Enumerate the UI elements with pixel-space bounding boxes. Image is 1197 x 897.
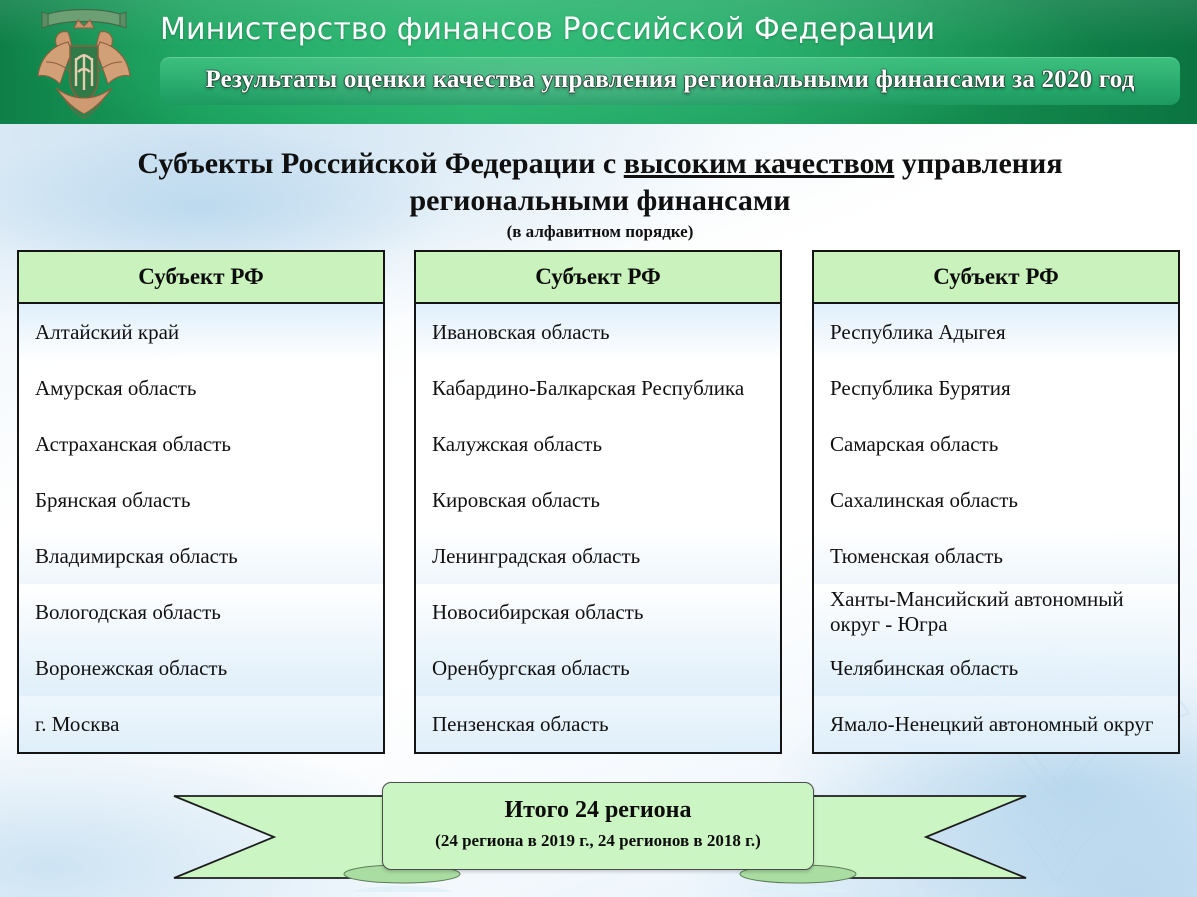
table-row: Новосибирская область [415,584,781,640]
table-header-cell: Субъект РФ [18,251,384,304]
slide-header: Министерство финансов Российской Федерац… [0,0,1197,124]
ribbon-shape-icon [173,795,1027,892]
ribbon-center-plaque: Итого 24 региона (24 региона в 2019 г., … [382,782,814,870]
table-row: Астраханская область [18,416,384,472]
table-row: Оренбургская область [415,640,781,696]
table-row: Ямало-Ненецкий автономный округ [813,696,1179,753]
table-header-cell: Субъект РФ [415,251,781,304]
table-row: Алтайский край [18,303,384,360]
ribbon-total-text: Итого 24 региона [504,797,692,823]
table-row: Брянская область [18,472,384,528]
table-row: Воронежская область [18,640,384,696]
page-title-line2: региональными финансами [409,183,791,217]
header-gloss [0,0,1197,46]
regions-table-column-3: Субъект РФ Республика Адыгея Республика … [812,250,1180,754]
regions-tables: Субъект РФ Алтайский край Амурская облас… [0,250,1197,770]
table-row: Республика Адыгея [813,303,1179,360]
table-row: Ленинградская область [415,528,781,584]
table-row: Тюменская область [813,528,1179,584]
table-row: Кировская область [415,472,781,528]
table-row: г. Москва [18,696,384,753]
ministry-title: Министерство финансов Российской Федерац… [160,12,936,47]
table-header-cell: Субъект РФ [813,251,1179,304]
header-subtitle-text: Результаты оценки качества управления ре… [205,66,1135,93]
table-row: Калужская область [415,416,781,472]
table-row: Вологодская область [18,584,384,640]
table-row: Кабардино-Балкарская Республика [415,360,781,416]
table-row: Владимирская область [18,528,384,584]
regions-table-column-1: Субъект РФ Алтайский край Амурская облас… [17,250,385,754]
table-row: Самарская область [813,416,1179,472]
table-row: Республика Бурятия [813,360,1179,416]
ribbon-comparison-text: (24 региона в 2019 г., 24 регионов в 201… [435,831,761,850]
regions-table-column-2: Субъект РФ Ивановская область Кабардино-… [414,250,782,754]
table-row: Амурская область [18,360,384,416]
table-row: Ивановская область [415,303,781,360]
header-subtitle-bar: Результаты оценки качества управления ре… [160,57,1180,105]
page-title-part2: управления [894,147,1063,180]
table-row: Ханты-Мансийский автономный округ - Югра [813,584,1179,640]
total-ribbon: Итого 24 региона (24 региона в 2019 г., … [170,782,1030,892]
table-row: Пензенская область [415,696,781,753]
ministry-of-finance-emblem-icon [37,8,131,119]
page-title-part1: Субъекты Российской Федерации с [137,147,624,180]
page-title: Субъекты Российской Федерации с высоким … [40,146,1160,219]
table-row: Сахалинская область [813,472,1179,528]
page-title-underlined: высоким качеством [623,147,895,180]
page-title-note: (в алфавитном порядке) [506,222,694,241]
table-row: Челябинская область [813,640,1179,696]
